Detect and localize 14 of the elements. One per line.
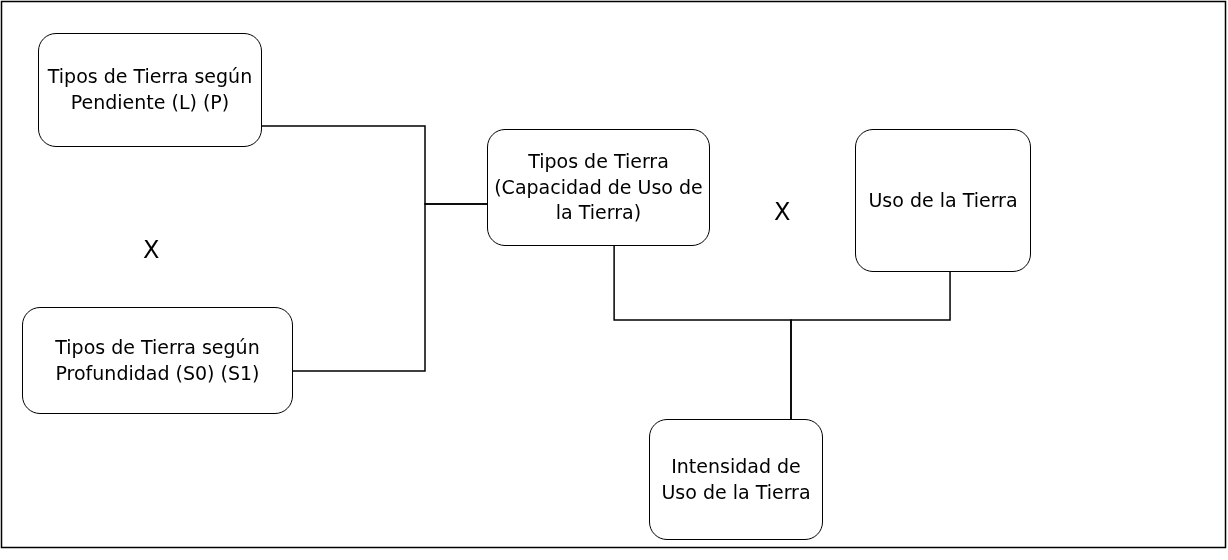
multiply-sign: X xyxy=(774,198,791,226)
rounded-box xyxy=(487,129,710,246)
box-text: Tipos de Tierra según Pendiente (L) (P) xyxy=(46,64,254,115)
connector-line xyxy=(292,203,488,372)
rounded-box xyxy=(22,307,293,414)
rounded-box xyxy=(855,129,1031,272)
box-text: Uso de la Tierra xyxy=(868,187,1018,213)
rounded-box xyxy=(38,33,262,147)
connector-line xyxy=(790,271,951,420)
rounded-box xyxy=(649,419,823,540)
box-text: Tipos de Tierra según Profundidad (S0) (S1) xyxy=(54,334,261,386)
box-text: Tipos de Tierra (Capacidad de Uso de la Tierra) xyxy=(494,149,703,226)
multiply-sign: X xyxy=(143,236,160,264)
box-text: Intensidad de Uso de la Tierra xyxy=(660,453,812,505)
